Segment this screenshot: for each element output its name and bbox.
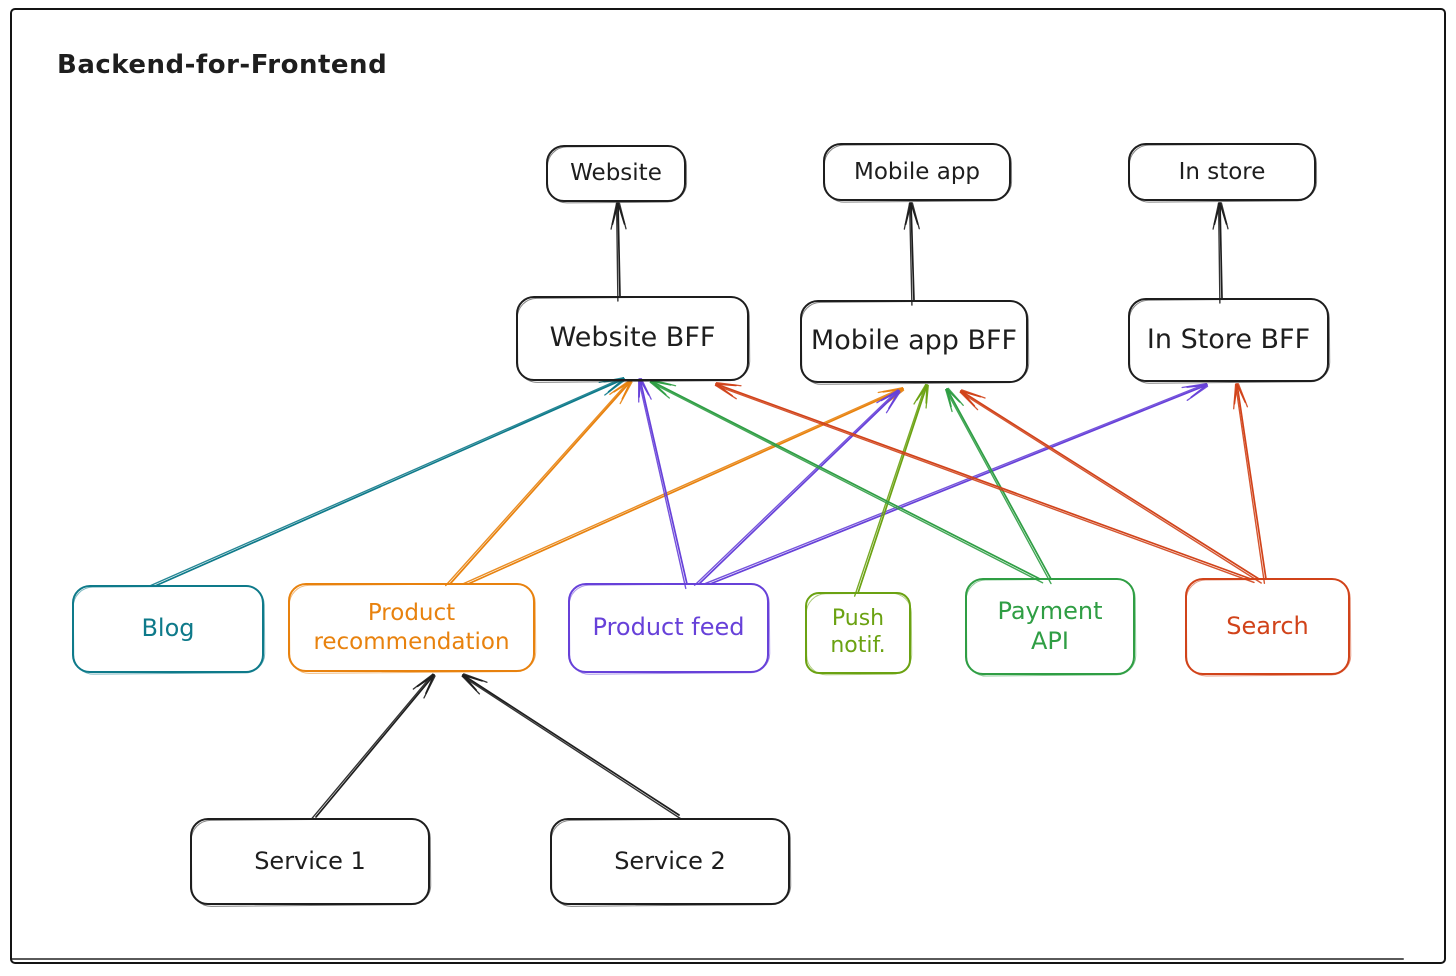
edge-search-website_bff (714, 382, 1255, 584)
edge-product_feed-mobile_app_bff (693, 389, 901, 586)
node-label: Service 2 (614, 846, 726, 875)
node-label: Service 1 (254, 846, 366, 875)
node-service-1: Service 1 (190, 818, 430, 905)
node-payment-api: Payment API (965, 578, 1135, 675)
node-mobile-app-bff: Mobile app BFF (800, 300, 1028, 383)
node-label: Website BFF (549, 322, 716, 354)
edge-product_recommendation-website_bff (444, 379, 633, 587)
node-label: In Store BFF (1146, 323, 1311, 355)
edge-website_bff-website (610, 202, 627, 302)
edge-search-mobile_app_bff (959, 389, 1262, 584)
node-label: Website (570, 160, 662, 187)
diagram-title: Backend-for-Frontend (57, 50, 388, 80)
edge-search-in_store_bff (1233, 383, 1267, 584)
edge-mobile_app_bff-mobile_app (903, 202, 920, 306)
node-label: Mobile app BFF (810, 325, 1018, 357)
edge-blog-website_bff (149, 377, 626, 587)
edge-in_store_bff-in_store (1212, 202, 1229, 304)
node-push-notif: Push notif. (805, 592, 911, 674)
node-product-feed: Product feed (568, 583, 769, 673)
edge-product_recommendation-mobile_app_bff (462, 387, 905, 585)
node-in-store: In store (1128, 143, 1316, 201)
node-website: Website (546, 145, 686, 202)
node-search: Search (1185, 578, 1350, 675)
edge-service_1-product_recommendation (311, 673, 436, 820)
node-service-2: Service 2 (550, 818, 790, 905)
node-label: Search (1226, 611, 1309, 640)
node-label: Mobile app (853, 158, 981, 185)
node-label: Product recommendation (313, 600, 510, 655)
node-website-bff: Website BFF (516, 296, 749, 381)
node-mobile-app: Mobile app (823, 143, 1011, 201)
node-blog: Blog (72, 585, 264, 673)
edge-payment_api-website_bff (649, 379, 1044, 584)
edge-service_2-product_recommendation (461, 673, 682, 820)
edge-payment_api-mobile_app_bff (945, 387, 1052, 585)
edge-push_notif-mobile_app_bff (853, 383, 929, 597)
node-label: Push notif. (830, 606, 886, 658)
node-in-store-bff: In Store BFF (1128, 298, 1329, 382)
node-label: Product feed (592, 613, 745, 642)
node-label: In store (1178, 158, 1266, 185)
edge-product_feed-website_bff (637, 378, 688, 590)
node-label: Blog (141, 614, 195, 643)
node-label: Payment API (997, 597, 1103, 655)
edge-product_feed-in_store_bff (704, 383, 1209, 585)
node-product-recommendation: Product recommendation (288, 583, 535, 672)
